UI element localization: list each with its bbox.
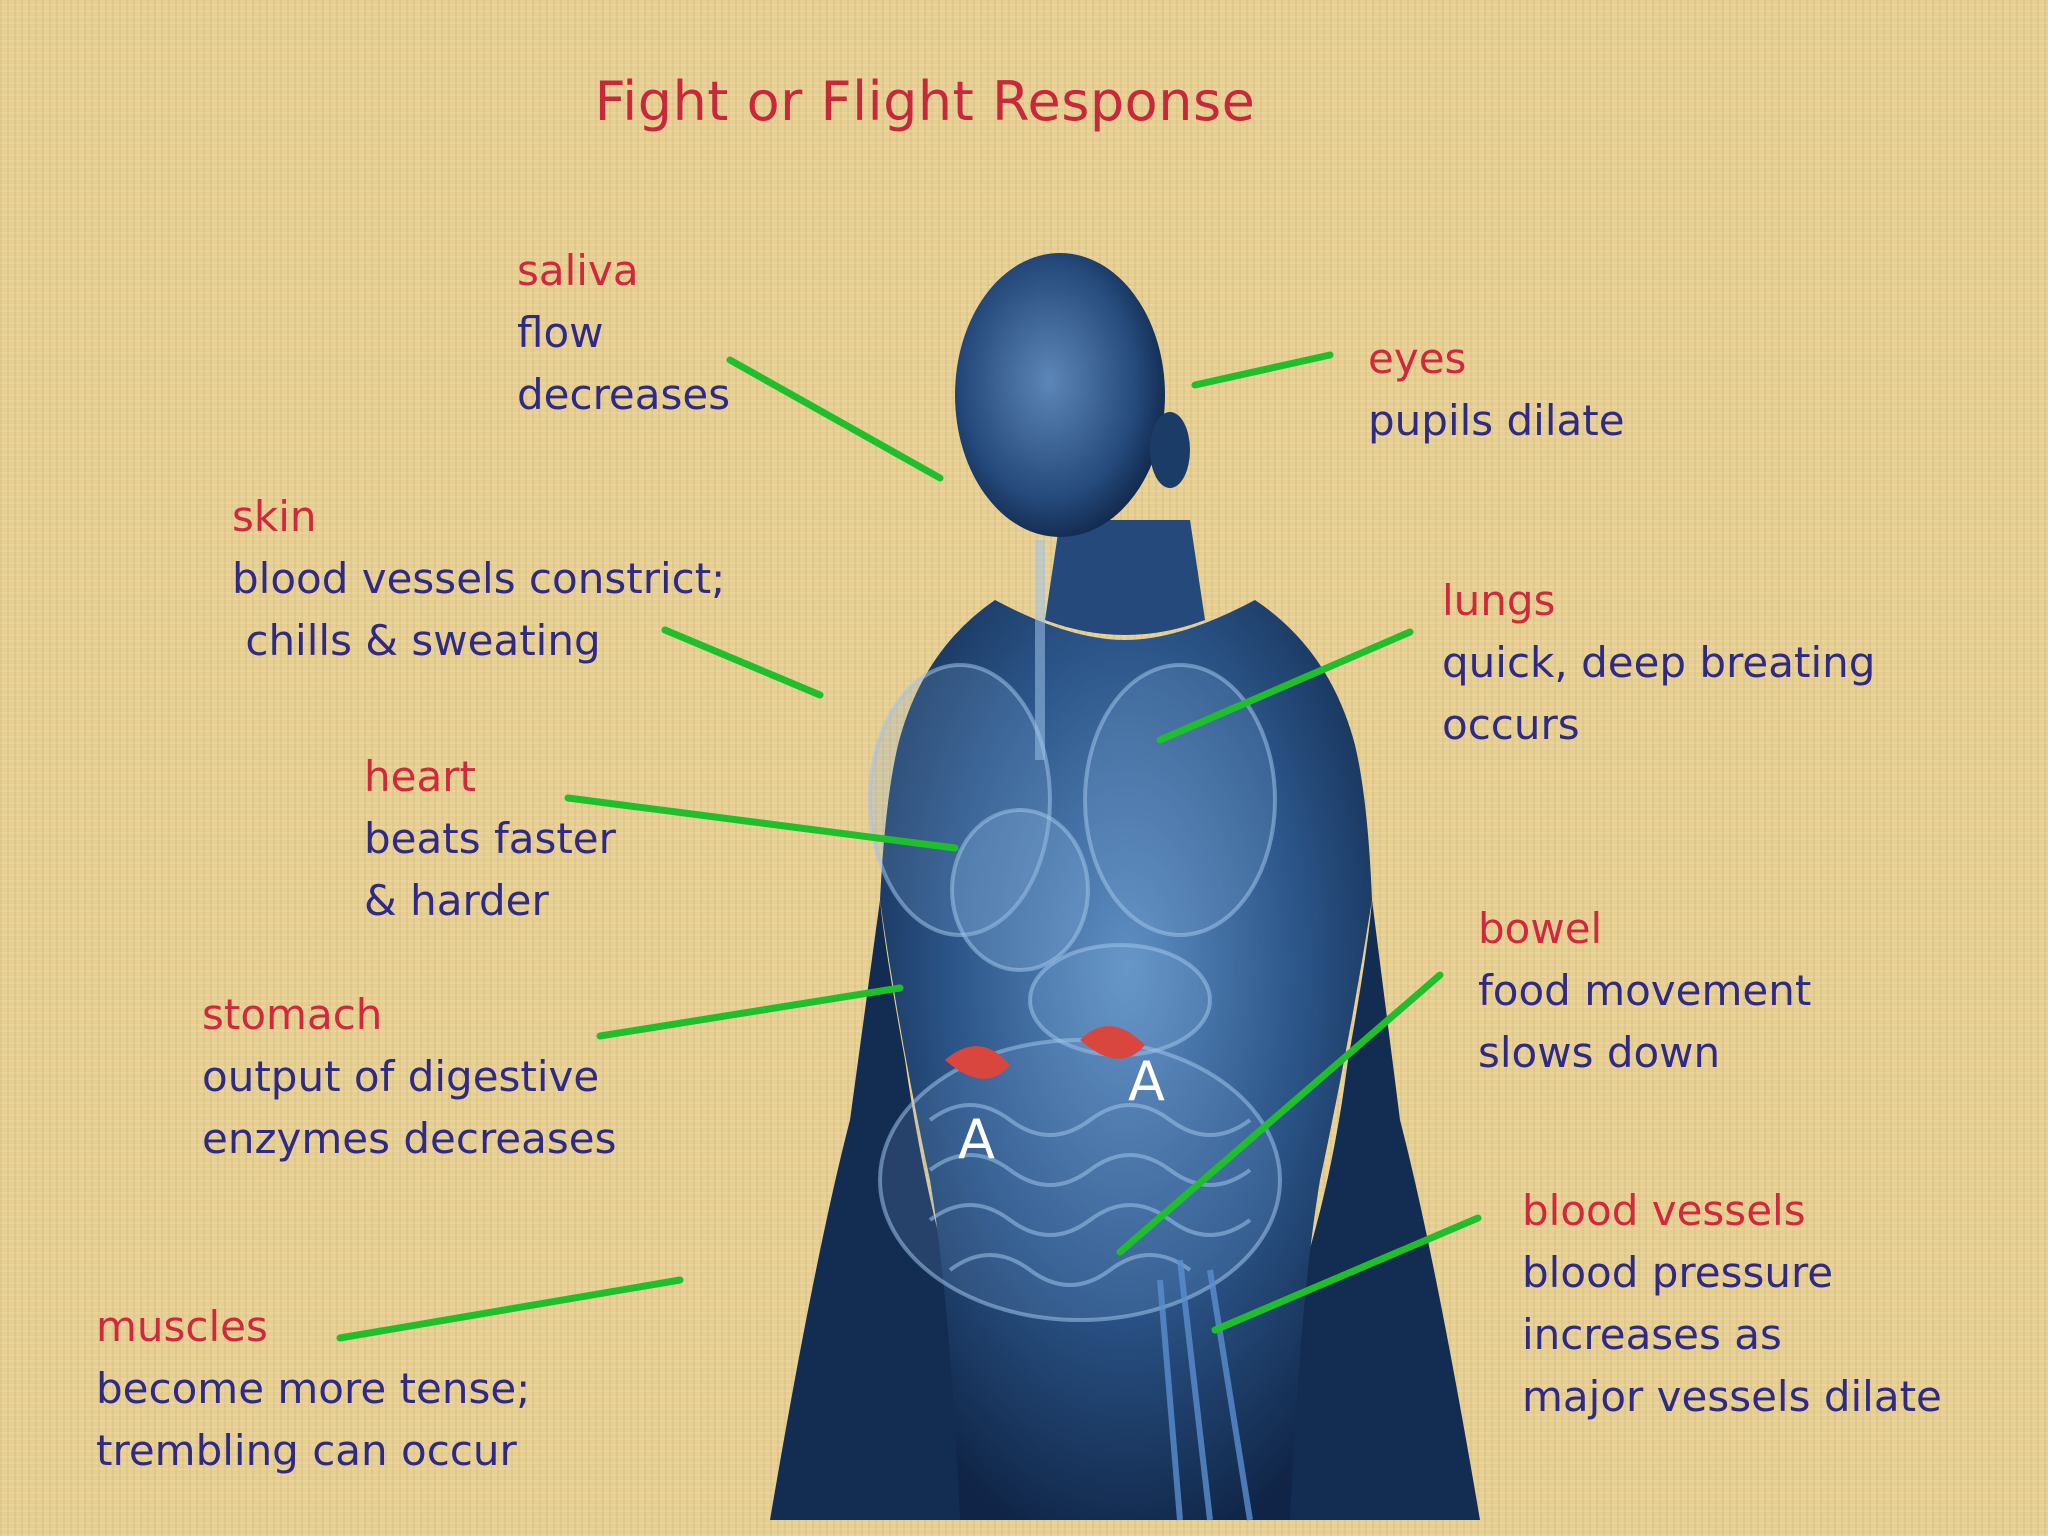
callout-heart: heart beats faster & harder — [364, 746, 616, 932]
callout-text-blood-vessels-1: blood pressure — [1522, 1248, 1834, 1297]
leader-line-eyes — [1191, 351, 1334, 389]
callout-saliva: saliva flow decreases — [517, 240, 730, 426]
callout-text-skin-2: chills & sweating — [232, 616, 601, 665]
callout-text-bowel-2: slows down — [1478, 1028, 1721, 1077]
organs — [868, 540, 1282, 1521]
leader-line-muscles — [336, 1276, 684, 1342]
callout-text-muscles-2: trembling can occur — [96, 1426, 517, 1475]
leader-line-saliva — [726, 356, 944, 482]
left-lung — [868, 663, 1052, 937]
callout-text-bowel-1: food movement — [1478, 966, 1812, 1015]
adrenal-glands: A A — [945, 1026, 1165, 1171]
adrenal-gland-left — [945, 1046, 1010, 1079]
callout-heading-saliva: saliva — [517, 246, 639, 295]
right-lung — [1083, 663, 1277, 937]
leader-line-stomach — [596, 984, 904, 1040]
intestines — [878, 1038, 1282, 1322]
callout-text-heart-2: & harder — [364, 876, 549, 925]
callout-text-saliva-2: decreases — [517, 370, 731, 419]
leader-line-blood-vessels — [1211, 1214, 1482, 1334]
callout-heading-heart: heart — [364, 752, 476, 801]
callout-blood-vessels: blood vessels blood pressure increases a… — [1522, 1180, 1942, 1428]
callout-text-muscles-1: become more tense; — [96, 1364, 531, 1413]
callout-text-stomach-2: enzymes decreases — [202, 1114, 617, 1163]
callout-text-lungs-2: occurs — [1442, 700, 1580, 749]
callout-heading-stomach: stomach — [202, 990, 383, 1039]
leader-line-skin — [661, 626, 824, 699]
leader-line-heart — [564, 794, 959, 852]
callout-text-blood-vessels-2: increases as — [1522, 1310, 1782, 1359]
adrenal-label-left: A — [958, 1108, 995, 1171]
callout-text-heart-1: beats faster — [364, 814, 616, 863]
callout-stomach: stomach output of digestive enzymes decr… — [202, 984, 616, 1170]
callout-heading-blood-vessels: blood vessels — [1522, 1186, 1806, 1235]
callout-text-stomach-1: output of digestive — [202, 1052, 600, 1101]
callout-text-blood-vessels-3: major vessels dilate — [1522, 1372, 1942, 1421]
callout-heading-lungs: lungs — [1442, 576, 1556, 625]
callout-lungs: lungs quick, deep breating occurs — [1442, 570, 1875, 756]
callout-eyes: eyes pupils dilate — [1368, 328, 1625, 452]
body-silhouette — [770, 253, 1480, 1520]
heart-organ — [950, 808, 1090, 972]
leader-lines — [336, 351, 1482, 1342]
callout-text-skin-1: blood vessels constrict; — [232, 554, 726, 603]
adrenal-label-right: A — [1128, 1050, 1165, 1113]
leader-line-bowel — [1116, 971, 1444, 1256]
callout-heading-bowel: bowel — [1478, 904, 1603, 953]
diagram-title: Fight or Flight Response — [594, 70, 1256, 133]
callout-heading-muscles: muscles — [96, 1302, 268, 1351]
callout-bowel: bowel food movement slows down — [1478, 898, 1811, 1084]
callout-muscles: muscles become more tense; trembling can… — [96, 1296, 530, 1482]
callout-heading-skin: skin — [232, 492, 317, 541]
callout-text-lungs-1: quick, deep breating — [1442, 638, 1876, 687]
callout-heading-eyes: eyes — [1368, 334, 1467, 383]
adrenal-gland-right — [1080, 1026, 1145, 1059]
callout-text-eyes-1: pupils dilate — [1368, 396, 1625, 445]
leader-line-lungs — [1156, 628, 1414, 744]
callout-text-saliva-1: flow — [517, 308, 604, 357]
callout-skin: skin blood vessels constrict; chills & s… — [232, 486, 725, 672]
